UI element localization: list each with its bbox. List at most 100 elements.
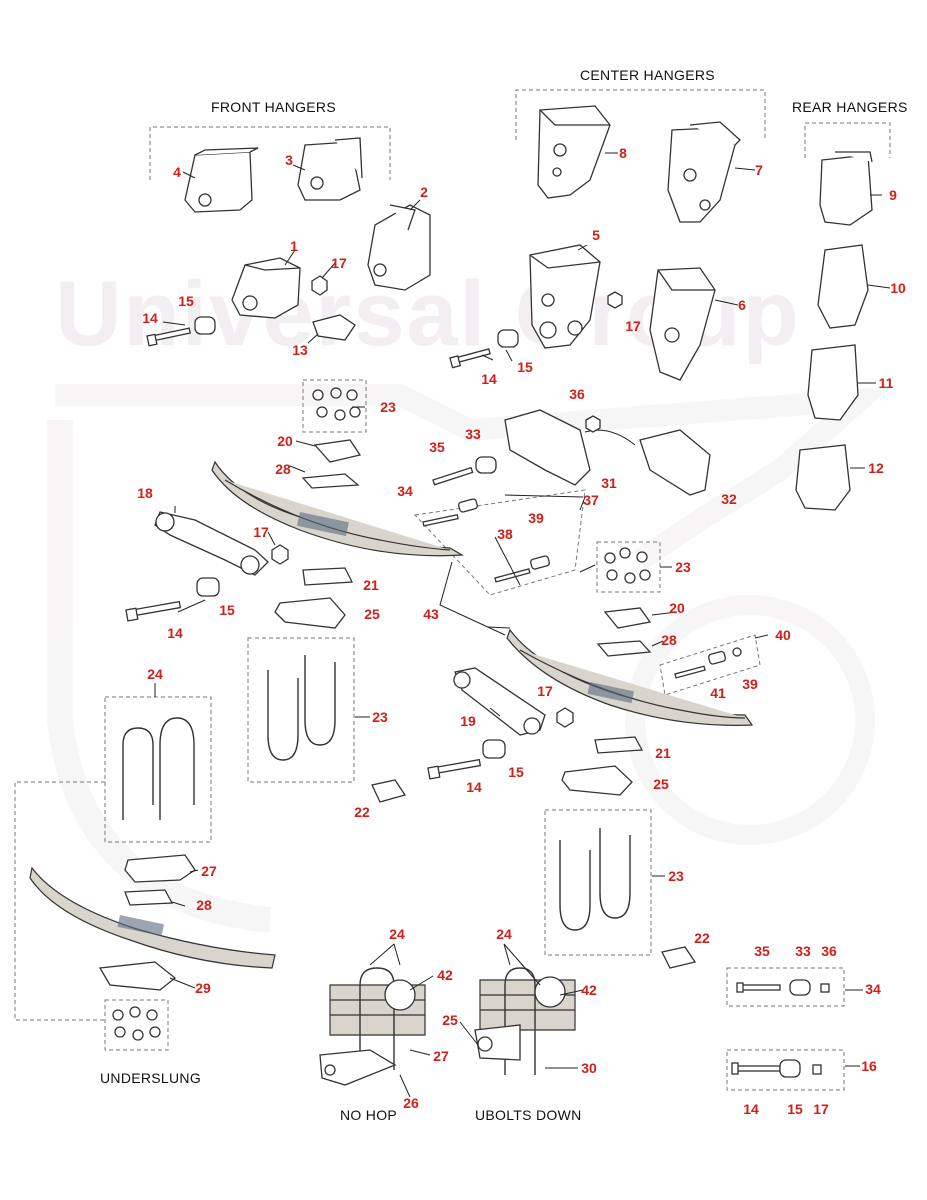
callout-27-a: 27 (201, 863, 217, 879)
bracket-32 (639, 429, 711, 496)
hardware-underslung-parts (112, 1006, 161, 1041)
callout-24-a: 24 (147, 666, 163, 682)
bolt-14-d (427, 758, 482, 780)
seat-25-a (274, 597, 346, 629)
callout-26: 26 (403, 1095, 419, 1111)
callout-22-b: 22 (694, 930, 710, 946)
callout-15-c: 15 (219, 602, 235, 618)
spacer-28-mid (596, 640, 652, 657)
label-no-hop: NO HOP (340, 1107, 398, 1123)
callout-42-a: 42 (437, 967, 453, 983)
callout-35-a: 35 (429, 439, 445, 455)
callout-40: 40 (775, 627, 791, 643)
callout-9: 9 (889, 187, 897, 203)
leader-lines (154, 152, 891, 1098)
header-rear-hangers: REAR HANGERS (792, 99, 908, 115)
nut-36-a (585, 415, 601, 433)
callout-33-a: 33 (465, 426, 481, 442)
nut-17-d (556, 707, 574, 728)
callout-5: 5 (592, 227, 600, 243)
callout-28-b: 28 (661, 632, 677, 648)
link-19 (453, 667, 546, 736)
callout-23-right: 23 (668, 868, 684, 884)
callout-14-c: 14 (167, 625, 183, 641)
kit-34-parts (736, 979, 830, 996)
kit-box-34 (726, 967, 845, 1007)
callout-34-b: 34 (865, 981, 881, 997)
sleeve-39 (458, 498, 550, 570)
callout-21-b: 21 (655, 745, 671, 761)
watermark-globe (47, 384, 893, 933)
plate-20-top (313, 439, 362, 463)
callout-35-b: 35 (754, 943, 770, 959)
callout-28-c: 28 (196, 897, 212, 913)
callout-17-e: 17 (813, 1101, 829, 1117)
callout-14-a: 14 (142, 310, 158, 326)
hanger-6 (649, 267, 716, 381)
leaf-spring-underslung (29, 866, 276, 969)
bolt-14-b (449, 348, 491, 369)
callout-24-c: 24 (496, 926, 512, 942)
nut-17-b (607, 291, 623, 309)
callout-16: 16 (861, 1058, 877, 1074)
ubolts-24 (122, 717, 195, 820)
callout-23-top: 23 (380, 399, 396, 415)
spacer-28-underslung (124, 889, 174, 906)
bushing-15-d (482, 739, 506, 759)
bushing-15-b (497, 329, 519, 348)
callout-19: 19 (460, 713, 476, 729)
callout-14-e: 14 (743, 1101, 759, 1117)
hardware-box-23-top (302, 379, 367, 433)
bushing-33-a (475, 456, 497, 474)
callout-36-b: 36 (821, 943, 837, 959)
hanger-8 (537, 105, 611, 199)
callout-27-b: 27 (433, 1048, 449, 1064)
hardware-23-top-parts (312, 387, 361, 421)
header-front-hangers: FRONT HANGERS (211, 99, 336, 115)
callout-23-mid: 23 (675, 559, 691, 575)
hanger-3 (297, 137, 363, 201)
hanger-7 (667, 121, 741, 223)
hanger-12 (795, 444, 851, 511)
bolt-14-c (125, 600, 182, 622)
plate-29 (98, 961, 177, 991)
kit-bracket-37 (413, 489, 586, 596)
header-center-hangers: CENTER HANGERS (580, 67, 715, 83)
callout-4: 4 (173, 164, 181, 180)
callout-42-b: 42 (581, 982, 597, 998)
assembly-ubolts-down (474, 967, 576, 1075)
callout-15-b: 15 (517, 359, 533, 375)
callout-29: 29 (195, 980, 211, 996)
callout-17-b: 17 (625, 318, 641, 334)
callout-17-d: 17 (537, 683, 553, 699)
bracket-31 (504, 409, 591, 486)
hanger-1 (231, 257, 301, 319)
callout-43: 43 (423, 606, 439, 622)
callout-14-b: 14 (481, 371, 497, 387)
bolt-38 (422, 513, 531, 583)
kit-box-16 (726, 1049, 845, 1091)
leader-43 (439, 561, 506, 636)
callout-36-a: 36 (569, 386, 585, 402)
hanger-9 (819, 151, 873, 226)
saddle-27-a (124, 854, 196, 883)
hanger-11 (807, 344, 859, 421)
callout-11: 11 (878, 375, 894, 391)
kit-16-parts (731, 1059, 822, 1078)
plate-20-mid (603, 607, 652, 629)
shackle-13 (312, 314, 356, 341)
hanger-10 (817, 244, 869, 329)
callout-15-a: 15 (178, 293, 194, 309)
underslung-bracket (14, 781, 105, 1021)
callout-25-c: 25 (442, 1012, 458, 1028)
callout-33-b: 33 (795, 943, 811, 959)
arc-31-32 (584, 429, 636, 446)
callout-1: 1 (290, 238, 298, 254)
rear-hangers-bracket (804, 122, 891, 158)
leaf-spring-lower (506, 628, 754, 726)
callout-39-a: 39 (528, 510, 544, 526)
callout-34-a: 34 (397, 483, 413, 499)
hardware-23-mid-parts (604, 547, 651, 584)
bushing-15-a (194, 316, 216, 335)
spacer-28-top (301, 473, 360, 489)
